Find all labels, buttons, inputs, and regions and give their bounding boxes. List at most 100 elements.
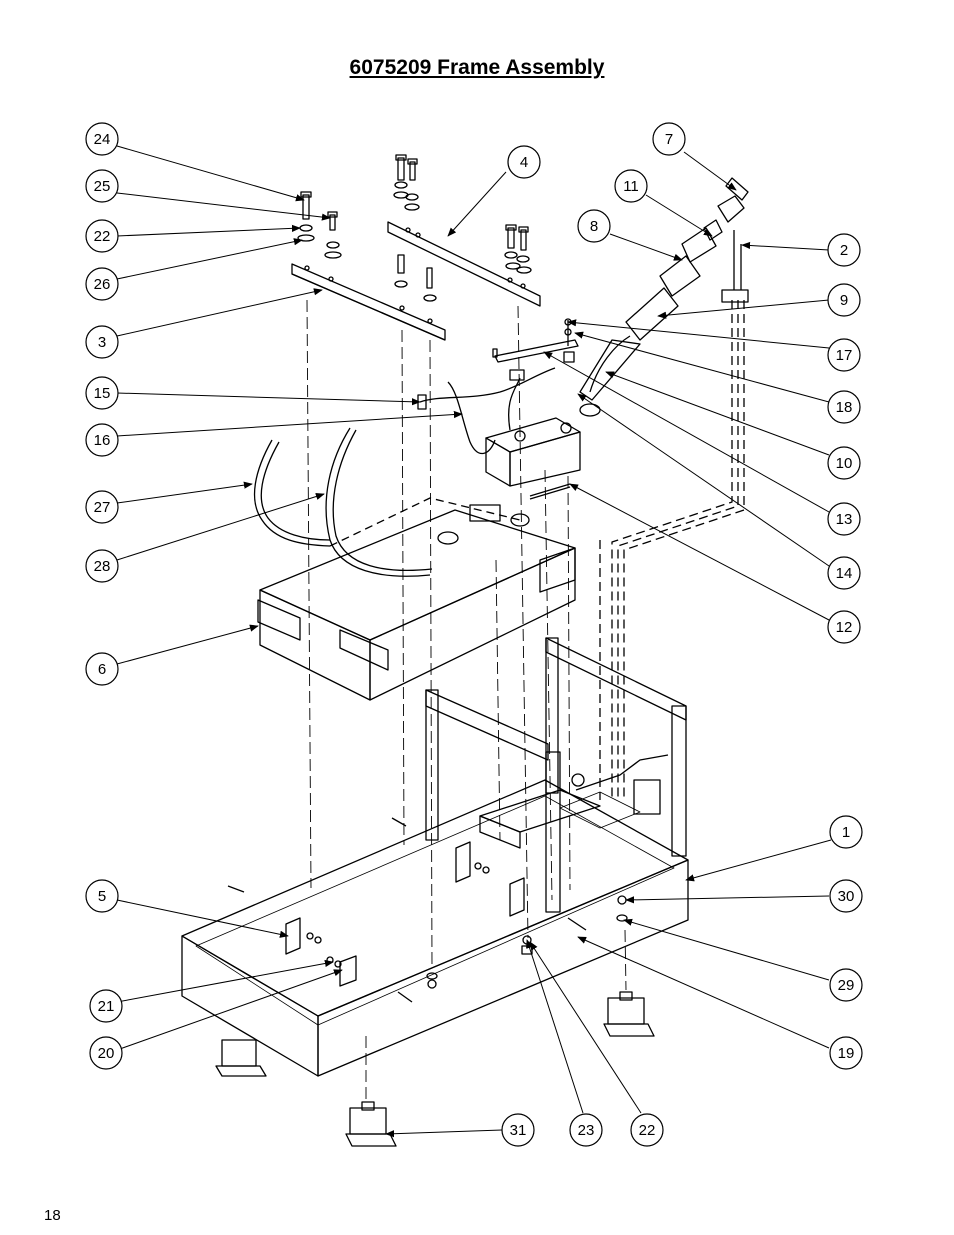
callout-label: 22 [639, 1122, 656, 1139]
part-3-plate [291, 263, 446, 341]
callout-label: 19 [838, 1045, 855, 1062]
callout-circle [85, 549, 119, 583]
callout-circle [827, 233, 861, 267]
callout-label: 24 [94, 131, 111, 148]
callout-26: 26 [85, 267, 119, 301]
callout-19: 19 [829, 1036, 863, 1070]
callout-circle [827, 610, 861, 644]
callout-14: 14 [827, 556, 861, 590]
callout-13: 13 [827, 502, 861, 536]
callout-label: 15 [94, 385, 111, 402]
callout-label: 26 [94, 276, 111, 293]
part-4-plate [387, 221, 541, 307]
callout-4: 4 [507, 145, 541, 179]
callout-circle [827, 502, 861, 536]
callout-label: 2 [840, 242, 848, 259]
callout-circle [85, 169, 119, 203]
callout-label: 11 [623, 178, 639, 195]
callout-circle [85, 325, 119, 359]
mounting-hardware [227, 817, 628, 1003]
page-title: 6075209 Frame Assembly [349, 56, 605, 79]
callout-22: 22 [85, 219, 119, 253]
callout-10: 10 [827, 446, 861, 480]
callout-circle [827, 390, 861, 424]
callout-1: 1 [829, 815, 863, 849]
callout-22: 22 [630, 1113, 664, 1147]
callout-balloons: 2425222631516272865212047118291718101314… [85, 122, 863, 1147]
callout-circle [569, 1113, 603, 1147]
callout-label: 27 [94, 499, 111, 516]
callout-label: 14 [836, 565, 853, 582]
isolator-mounts [215, 991, 655, 1147]
callout-circle [507, 145, 541, 179]
callout-label: 12 [836, 619, 853, 636]
callout-circle [85, 219, 119, 253]
callout-circle [85, 652, 119, 686]
callout-circle [827, 338, 861, 372]
callout-label: 28 [94, 558, 111, 575]
callout-label: 10 [836, 455, 853, 472]
callout-18: 18 [827, 390, 861, 424]
callout-31: 31 [501, 1113, 535, 1147]
callout-label: 22 [94, 228, 111, 245]
callout-label: 3 [98, 334, 106, 351]
callout-23: 23 [569, 1113, 603, 1147]
callout-circle [85, 879, 119, 913]
page-number: 18 [44, 1207, 61, 1224]
callout-circle [85, 490, 119, 524]
callout-12: 12 [827, 610, 861, 644]
callout-3: 3 [85, 325, 119, 359]
callout-label: 9 [840, 292, 848, 309]
callout-20: 20 [89, 1036, 123, 1070]
callout-30: 30 [829, 879, 863, 913]
callout-8: 8 [577, 209, 611, 243]
filler-neck-assembly [579, 177, 749, 417]
alignment-centerlines [306, 299, 627, 1100]
callout-label: 25 [94, 178, 111, 195]
callout-label: 1 [842, 824, 850, 841]
callout-5: 5 [85, 879, 119, 913]
callout-21: 21 [89, 989, 123, 1023]
callout-circle [630, 1113, 664, 1147]
callout-2: 2 [827, 233, 861, 267]
callout-17: 17 [827, 338, 861, 372]
callout-label: 7 [665, 131, 673, 148]
fuel-tank [257, 497, 576, 701]
callout-16: 16 [85, 423, 119, 457]
callout-label: 31 [510, 1122, 527, 1139]
callout-circle [829, 879, 863, 913]
callout-circle [85, 122, 119, 156]
callout-label: 30 [838, 888, 855, 905]
callout-label: 16 [94, 432, 111, 449]
callout-15: 15 [85, 376, 119, 410]
callout-circle [89, 989, 123, 1023]
callout-label: 6 [98, 661, 106, 678]
callout-circle [829, 968, 863, 1002]
callout-circle [829, 815, 863, 849]
callout-label: 23 [578, 1122, 595, 1139]
callout-circle [829, 1036, 863, 1070]
callout-circle [89, 1036, 123, 1070]
callout-circle [577, 209, 611, 243]
callout-label: 17 [836, 347, 853, 364]
battery-cables [417, 367, 556, 455]
callout-circle [614, 169, 648, 203]
battery [485, 417, 581, 500]
callout-label: 13 [836, 511, 853, 528]
fuel-vent-lines [599, 300, 745, 800]
callout-label: 20 [98, 1045, 115, 1062]
battery-hold-down [492, 318, 579, 363]
callout-7: 7 [652, 122, 686, 156]
callout-circle [85, 423, 119, 457]
callout-circle [85, 267, 119, 301]
callout-circle [652, 122, 686, 156]
callout-circle [827, 446, 861, 480]
callout-25: 25 [85, 169, 119, 203]
callout-label: 18 [836, 399, 853, 416]
callout-circle [827, 283, 861, 317]
callout-28: 28 [85, 549, 119, 583]
callout-label: 21 [98, 998, 115, 1015]
callout-27: 27 [85, 490, 119, 524]
callout-label: 29 [838, 977, 855, 994]
